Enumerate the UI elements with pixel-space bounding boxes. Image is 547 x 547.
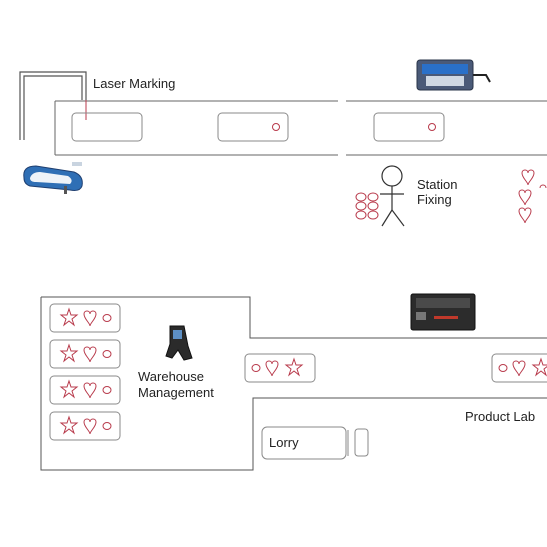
shelf-4 — [49, 411, 121, 441]
label-laser-marking: Laser Marking — [93, 76, 176, 91]
shelf-1 — [49, 303, 121, 333]
laser-marker-icon — [23, 162, 83, 194]
pallet-1 — [71, 112, 143, 142]
shelf-3 — [49, 375, 121, 405]
lorry-icon — [261, 426, 369, 460]
barcode-scanner-icon — [416, 59, 491, 91]
laser-marking-frame — [19, 71, 87, 140]
top-conveyor — [54, 100, 547, 156]
mobile-computer-icon — [165, 325, 193, 361]
label-warehouse: Warehouse — [138, 369, 204, 384]
label-printer-icon — [410, 293, 476, 331]
warehouse-room — [40, 296, 547, 471]
person-icon — [380, 165, 405, 227]
parts-hearts — [518, 169, 547, 224]
warehouse-shelves — [49, 303, 121, 441]
pallet-lower-1 — [244, 353, 316, 383]
parts-circles — [355, 192, 379, 220]
shelf-2 — [49, 339, 121, 369]
label-lorry: Lorry — [269, 435, 299, 450]
label-product-label: Product Lab — [465, 409, 536, 424]
pallet-2 — [217, 112, 289, 142]
label-management: Management — [138, 385, 214, 400]
pallet-lower-2 — [491, 353, 547, 383]
label-fixing: Fixing — [417, 192, 452, 207]
pallet-3 — [373, 112, 445, 142]
label-station: Station — [417, 177, 458, 192]
